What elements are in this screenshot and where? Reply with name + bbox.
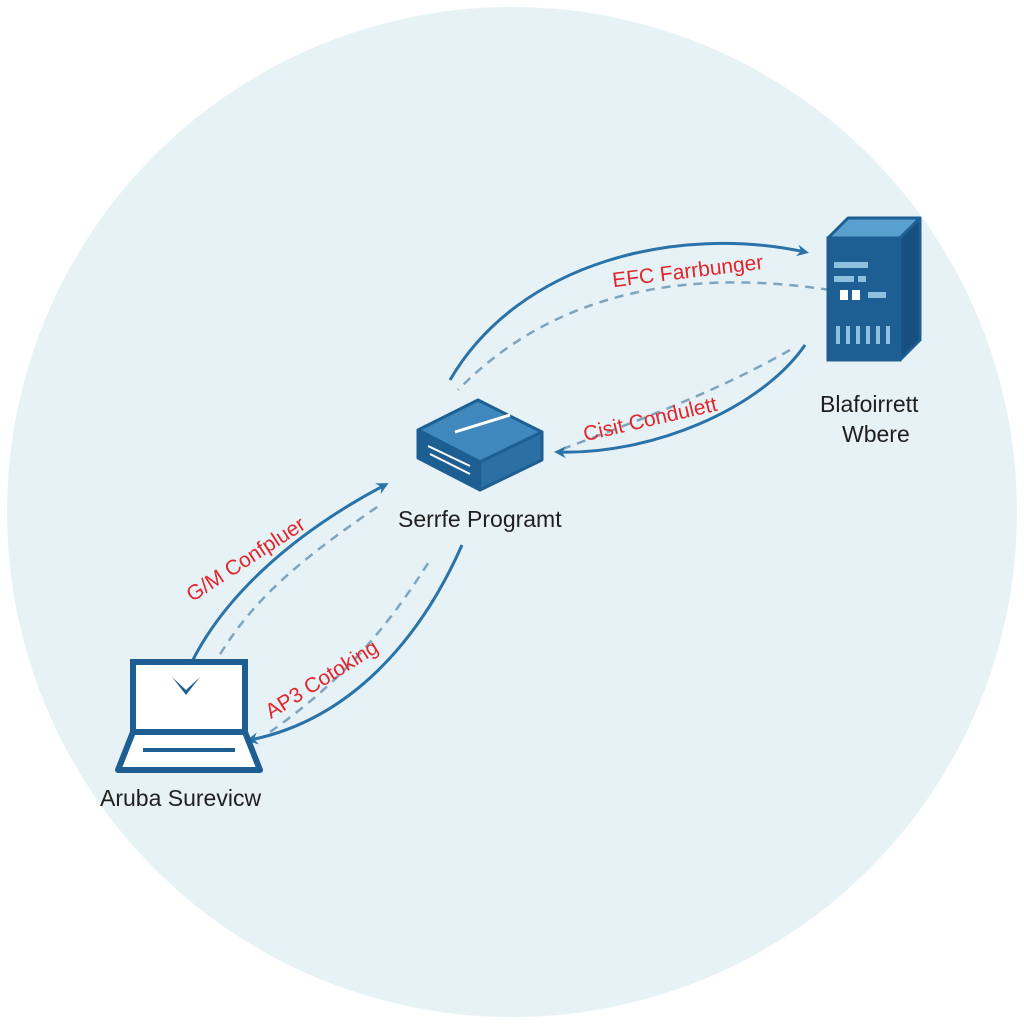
arrow-server-to-router-bottom — [554, 344, 807, 459]
server-label-line1: Blafoirrett — [820, 391, 919, 417]
dashed-line-server-router-top — [457, 281, 831, 391]
router-icon — [416, 398, 544, 492]
server-tower-icon — [826, 216, 922, 362]
arrow-router-to-server-top — [448, 241, 809, 381]
dashed-connectors — [210, 281, 831, 734]
laptop-label: Aruba Surevicw — [100, 785, 262, 811]
arrow-laptop-to-router — [186, 483, 389, 671]
solid-arrows — [186, 241, 809, 745]
server-label-line2: Wbere — [842, 421, 910, 447]
router-label: Serrfe Programt — [398, 506, 562, 532]
laptop-icon — [115, 659, 263, 773]
arrow-router-to-laptop — [246, 544, 464, 745]
